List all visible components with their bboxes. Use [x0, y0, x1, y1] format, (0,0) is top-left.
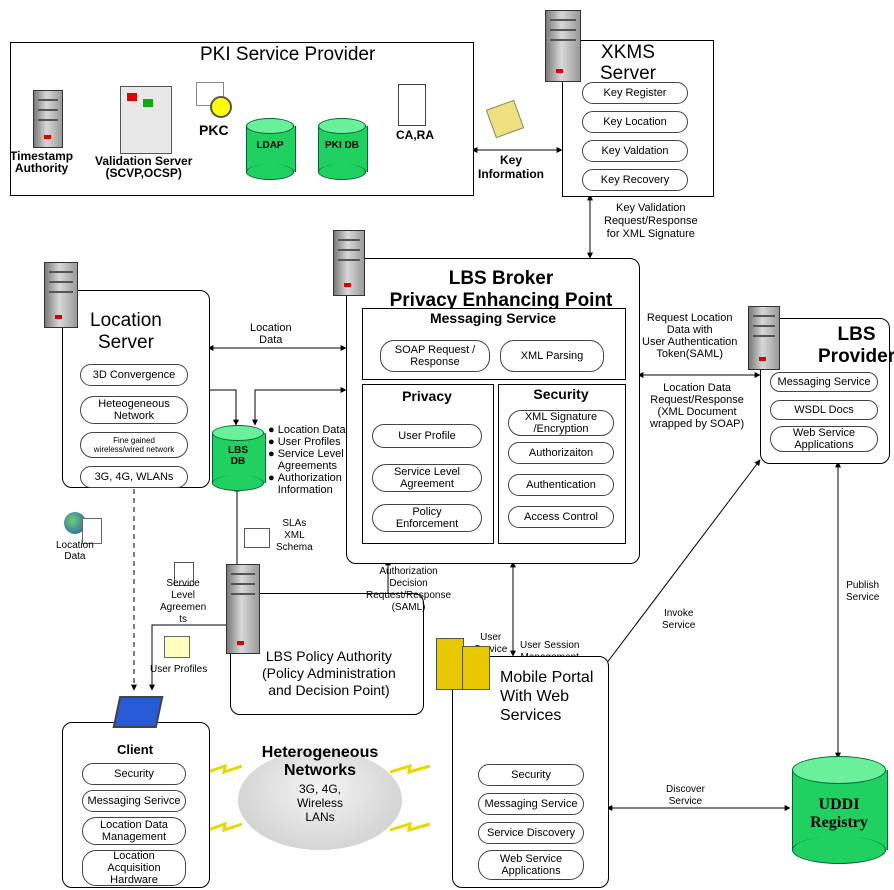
- privacy-item: User Profile: [372, 424, 482, 448]
- ldap-label: LDAP: [256, 140, 284, 151]
- lbs-db-bullet: ● Service Level Agreements: [268, 448, 344, 472]
- discover-service-label: Discover Service: [666, 784, 705, 807]
- client-item: Messaging Serivce: [82, 790, 186, 812]
- key-information-label: Key Information: [478, 153, 544, 181]
- user-profiles-label: User Profiles: [150, 664, 208, 675]
- location-server-item: Heteogeneous Network: [80, 396, 188, 424]
- slas-schema-label: SLAs XML Schema: [276, 518, 313, 553]
- location-server-item: Fine gained wireless/wired network: [80, 432, 188, 458]
- lbs-db-bullets: ● Location Data ● User Profiles ● Servic…: [268, 424, 346, 496]
- gear-icon: [210, 96, 232, 118]
- pki-db-database: PKI DB: [318, 118, 368, 180]
- lbs-provider-item: Web Service Applications: [770, 426, 878, 452]
- service-level-agreements-label: Service Level Agreemen ts: [160, 578, 207, 625]
- ca-ra-label: CA,RA: [396, 128, 434, 142]
- location-data-label: Location Data: [250, 322, 292, 346]
- lbs-provider-item: Messaging Service: [770, 372, 878, 392]
- security-item: Access Control: [508, 506, 614, 528]
- network-cloud-icon: [238, 750, 402, 850]
- client-title: Client: [116, 742, 154, 757]
- client-item: Location Data Management: [82, 817, 186, 845]
- validation-server-label: Validation Server (SCVP,OCSP): [95, 154, 193, 180]
- location-server-icon: [44, 262, 78, 328]
- xkms-title: XKMS Server: [600, 42, 656, 84]
- policy-authority-title: LBS Policy Authority (Policy Administrat…: [262, 648, 396, 698]
- pkc-label: PKC: [199, 122, 229, 138]
- lbs-db-database: LBS DB: [212, 425, 266, 491]
- pki-service-provider-box: [10, 42, 474, 196]
- request-location-label: Request Location Data with User Authenti…: [642, 312, 738, 360]
- mobile-portal-item: Service Discovery: [478, 822, 584, 844]
- invoke-service-label: Invoke Service: [662, 608, 696, 631]
- laptop-icon: [112, 696, 164, 728]
- timestamp-authority-label: Timestamp Authority: [10, 149, 74, 175]
- messaging-service-title: Messaging Service: [429, 310, 557, 326]
- ldap-database: LDAP: [246, 118, 296, 180]
- xkms-item: Key Valdation: [582, 140, 688, 162]
- policy-authority-server-icon: [226, 564, 260, 654]
- xkms-item: Key Recovery: [582, 169, 688, 191]
- lbs-provider-title: LBS Provider: [818, 324, 894, 367]
- key-validation-label: Key Validation Request/Response for XML …: [604, 202, 698, 240]
- sla-scroll-icon: [174, 562, 194, 586]
- privacy-item: Service Level Agreement: [372, 464, 482, 492]
- timestamp-server-icon: [33, 90, 63, 148]
- validation-server-icon: [120, 86, 172, 154]
- lbs-provider-item: WSDL Docs: [770, 400, 878, 420]
- lbs-db-bullet: ● User Profiles: [268, 436, 341, 448]
- broker-server-icon: [333, 230, 365, 296]
- client-item: Security: [82, 763, 186, 785]
- uddi-label: UDDI Registry: [810, 796, 868, 831]
- authorization-decision-label: Authorization Decision Request/Response …: [366, 566, 452, 613]
- pki-db-label: PKI DB: [325, 140, 359, 151]
- publish-service-label: Publish Service: [846, 580, 880, 603]
- networks-body: 3G, 4G, Wireless LANs: [296, 782, 343, 824]
- uddi-registry-database: UDDI Registry: [792, 756, 888, 864]
- lbs-db-bullet: ● Location Data: [268, 424, 346, 436]
- security-title: Security: [533, 386, 589, 402]
- policy-authority-box: [230, 593, 424, 715]
- location-server-title: Location Server: [90, 310, 162, 353]
- xkms-item: Key Location: [582, 111, 688, 133]
- mobile-portal-item: Messaging Service: [478, 793, 584, 815]
- sla-document-icon: [244, 528, 270, 548]
- lbs-db-label: LBS DB: [228, 445, 248, 467]
- xkms-server-icon: [545, 10, 581, 82]
- globe-icon: [64, 512, 86, 534]
- mobile-portal-item: Security: [478, 764, 584, 786]
- location-server-item: 3D Convergence: [80, 364, 188, 386]
- location-data-globe-label: Location Data: [56, 540, 94, 562]
- client-item: Location Acquisition Hardware: [82, 850, 186, 886]
- location-server-item: 3G, 4G, WLANs: [80, 466, 188, 488]
- mobile-portal-item: Web Service Applications: [478, 850, 584, 880]
- location-request-label: Location Data Request/Response (XML Docu…: [650, 382, 745, 430]
- xkms-item: Key Register: [582, 82, 688, 104]
- privacy-item: Policy Enforcement: [372, 504, 482, 532]
- security-item: XML Signature /Encryption: [508, 410, 614, 436]
- security-item: Authorizaiton: [508, 442, 614, 464]
- document-icon: [82, 518, 102, 544]
- lbs-db-bullet: ● Authorization Information: [268, 472, 342, 496]
- lbs-provider-server-icon: [748, 306, 780, 370]
- broker-title: LBS Broker Privacy Enhancing Point: [389, 268, 613, 311]
- security-item: Authentication: [508, 474, 614, 496]
- networks-title: Heterogeneous Networks: [261, 744, 379, 779]
- user-profiles-icon: [164, 636, 190, 658]
- privacy-title: Privacy: [402, 388, 452, 404]
- building-icon: [462, 646, 490, 690]
- ca-ra-document-icon: [398, 84, 426, 126]
- pki-title: PKI Service Provider: [200, 44, 376, 65]
- messaging-item: SOAP Request / Response: [380, 340, 490, 372]
- building-icon: [436, 638, 464, 690]
- messaging-item: XML Parsing: [500, 340, 604, 372]
- mobile-portal-title: Mobile Portal With Web Services: [500, 669, 594, 724]
